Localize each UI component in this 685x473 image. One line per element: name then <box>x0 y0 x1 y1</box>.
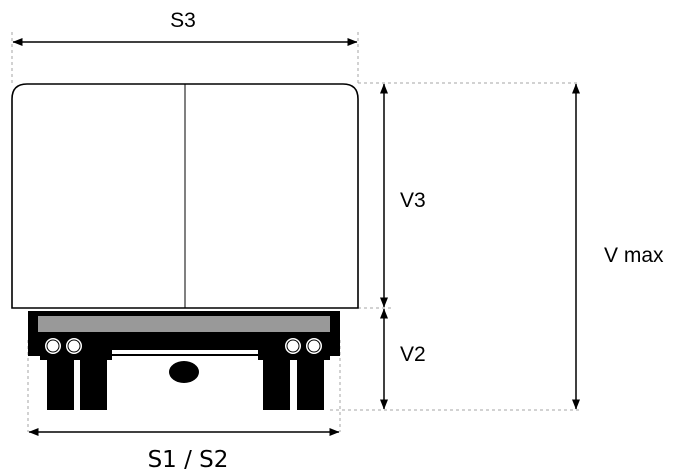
differential-housing <box>169 361 199 383</box>
dimension-arrows <box>12 38 580 436</box>
right-rear-light-centers <box>286 339 321 353</box>
label-s3: S3 <box>170 9 196 32</box>
rear-light-inner <box>286 339 300 353</box>
truck-box <box>11 83 359 309</box>
label-v2: V2 <box>400 343 426 366</box>
rear-light-inner <box>307 339 321 353</box>
left-rear-light-centers <box>46 339 81 353</box>
axle-bar <box>110 350 260 354</box>
rear-bumper <box>38 316 330 332</box>
label-v-max: V max <box>604 244 664 267</box>
extension-lines <box>11 32 580 432</box>
wheel-left-inner <box>80 354 107 410</box>
wheel-right-outer <box>297 354 324 410</box>
wheel-left-outer <box>47 354 74 410</box>
rear-light-inner <box>46 339 60 353</box>
label-v3: V3 <box>400 189 426 212</box>
wheel-right-inner <box>263 354 290 410</box>
truck-chassis <box>28 311 340 410</box>
label-s1-s2: S1 / S2 <box>148 447 229 473</box>
rear-light-inner <box>67 339 81 353</box>
